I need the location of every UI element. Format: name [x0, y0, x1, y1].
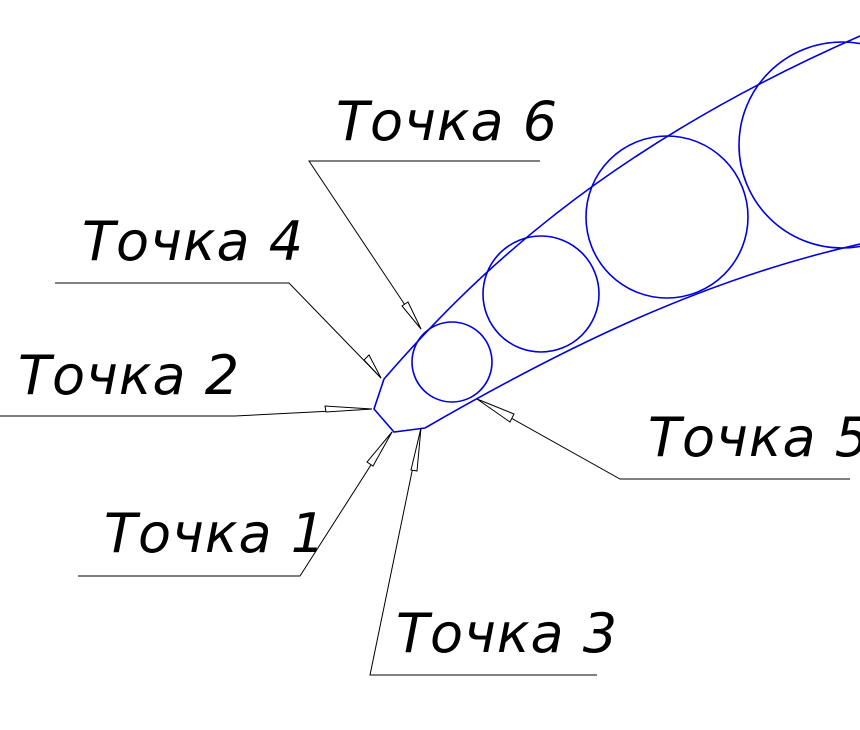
- leader-point4: [55, 282, 382, 379]
- leader-point5: [476, 398, 850, 480]
- arrowhead-point6: [401, 301, 422, 330]
- leader-point1: [78, 431, 393, 577]
- leader-point2: [0, 408, 373, 417]
- profile-lower-edge: [424, 243, 860, 429]
- label-point6: Точка 6: [336, 90, 558, 153]
- label-point5: Точка 5: [648, 406, 860, 469]
- arrowheads: [324, 301, 515, 472]
- airfoil-profile: [373, 35, 860, 433]
- arrowhead-point5: [476, 398, 515, 423]
- leader-point3: [369, 427, 597, 676]
- profile-upper-edge: [383, 35, 860, 380]
- arrowhead-point2: [324, 405, 373, 413]
- label-point2: Точка 2: [18, 344, 240, 407]
- inscribed-circle-3: [585, 135, 749, 299]
- point-labels: Точка 6 Точка 4 Точка 2 Точка 5 Точка 1 …: [18, 90, 860, 665]
- profile-nose: [373, 378, 426, 433]
- arrowhead-point1: [366, 431, 393, 467]
- inscribed-circle-1: [411, 321, 493, 403]
- arrowhead-point4: [363, 354, 382, 379]
- label-point3: Точка 3: [396, 602, 618, 665]
- leader-point6: [308, 160, 540, 330]
- inscribed-circle-4: [738, 41, 860, 249]
- label-point1: Точка 1: [104, 502, 326, 565]
- leader-lines: [0, 160, 850, 676]
- inscribed-circle-2: [482, 235, 600, 353]
- arrowhead-point3: [410, 427, 422, 472]
- label-point4: Точка 4: [82, 210, 304, 273]
